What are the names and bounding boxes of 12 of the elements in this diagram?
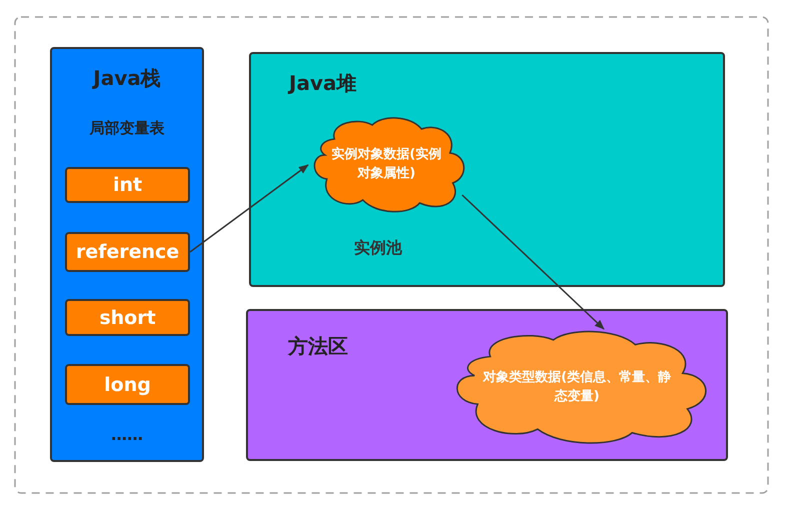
- panel-title: Java堆: [289, 70, 356, 97]
- type-box: int: [65, 167, 190, 203]
- type-box: reference: [65, 232, 190, 272]
- panel-title: Java栈: [93, 65, 161, 92]
- arrow: [462, 194, 605, 330]
- type-box: short: [65, 299, 190, 336]
- panel-label: ……: [111, 425, 143, 444]
- panel-title: 方法区: [288, 333, 348, 360]
- arrow: [190, 164, 309, 253]
- panel-label: 实例池: [354, 238, 402, 259]
- type-box: long: [65, 364, 190, 405]
- panel-label: 局部变量表: [90, 119, 164, 138]
